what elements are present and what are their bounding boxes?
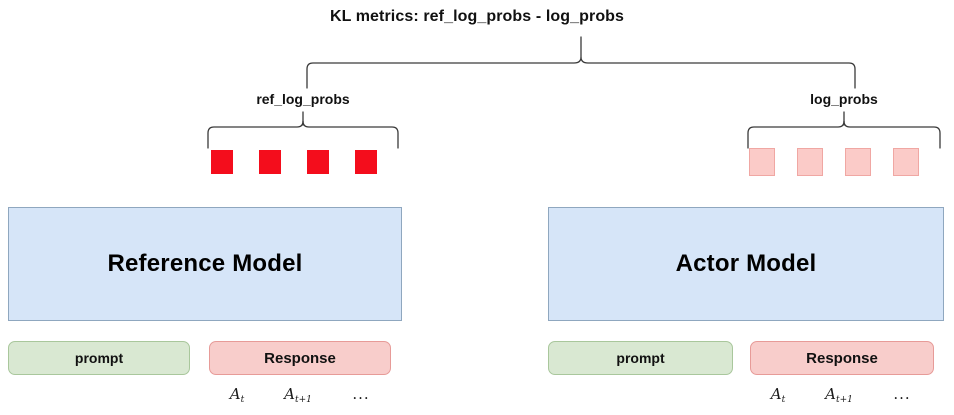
reference-model-label: Reference Model (107, 250, 303, 277)
token-row-reference (209, 148, 379, 176)
token-square-ref-4 (353, 148, 379, 176)
token-square-ref-2 (257, 148, 283, 176)
actor-model-label: Actor Model (675, 250, 817, 277)
math-token-actor-ellipsis: ... (893, 385, 911, 403)
math-tokens-actor: At At+1 ... (750, 385, 934, 411)
token-square-actor-4 (893, 148, 919, 176)
token-row-actor (749, 148, 919, 176)
page-title: KL metrics: ref_log_probs - log_probs (329, 8, 625, 25)
right-token-brace (747, 120, 941, 149)
token-square-actor-3 (845, 148, 871, 176)
response-box-actor: Response (750, 341, 934, 375)
prompt-box-actor: prompt (548, 341, 733, 375)
branch-label-log-probs: log_probs (810, 91, 878, 107)
reference-model-box: Reference Model (8, 207, 402, 321)
actor-model-box: Actor Model (548, 207, 944, 321)
top-brace (306, 56, 856, 89)
token-square-ref-3 (305, 148, 331, 176)
math-token-actor-1: At (770, 385, 786, 405)
math-token-ref-ellipsis: ... (352, 385, 370, 403)
branch-label-ref-log-probs: ref_log_probs (256, 91, 350, 107)
token-square-actor-1 (749, 148, 775, 176)
math-token-actor-2: At+1 (825, 385, 853, 405)
left-token-brace (207, 120, 399, 149)
token-square-ref-1 (209, 148, 235, 176)
response-box-reference: Response (209, 341, 391, 375)
math-token-ref-1: At (229, 385, 245, 405)
prompt-box-reference: prompt (8, 341, 190, 375)
token-square-actor-2 (797, 148, 823, 176)
math-token-ref-2: At+1 (284, 385, 312, 405)
math-tokens-reference: At At+1 ... (209, 385, 391, 411)
